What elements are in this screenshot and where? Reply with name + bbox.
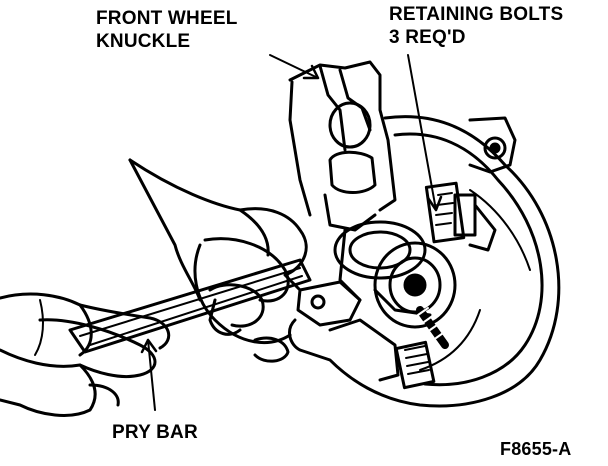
- retaining-bolts-label-line2: 3 REQ'D: [389, 27, 466, 48]
- retaining-bolts-label-line1: RETAINING BOLTS: [389, 4, 564, 25]
- pry-bar-label: PRY BAR: [112, 422, 198, 443]
- upper-hand: [128, 158, 308, 363]
- front-wheel-knuckle-label-line1: FRONT WHEEL: [96, 8, 238, 29]
- front-wheel-knuckle: [288, 60, 517, 232]
- retaining-bolts: [416, 181, 497, 349]
- pry-bar-leader-line: [147, 339, 156, 411]
- pry-bar: [68, 258, 312, 354]
- lower-flange: [296, 280, 436, 390]
- lower-hand: [0, 292, 171, 417]
- wheel-hub: [333, 220, 457, 329]
- knuckle-leader-line: [269, 54, 319, 79]
- front-wheel-knuckle-label-line2: KNUCKLE: [96, 31, 191, 52]
- bolts-leader-line: [407, 54, 437, 211]
- figure-id: F8655-A: [500, 439, 572, 459]
- leader-lines: [140, 54, 443, 411]
